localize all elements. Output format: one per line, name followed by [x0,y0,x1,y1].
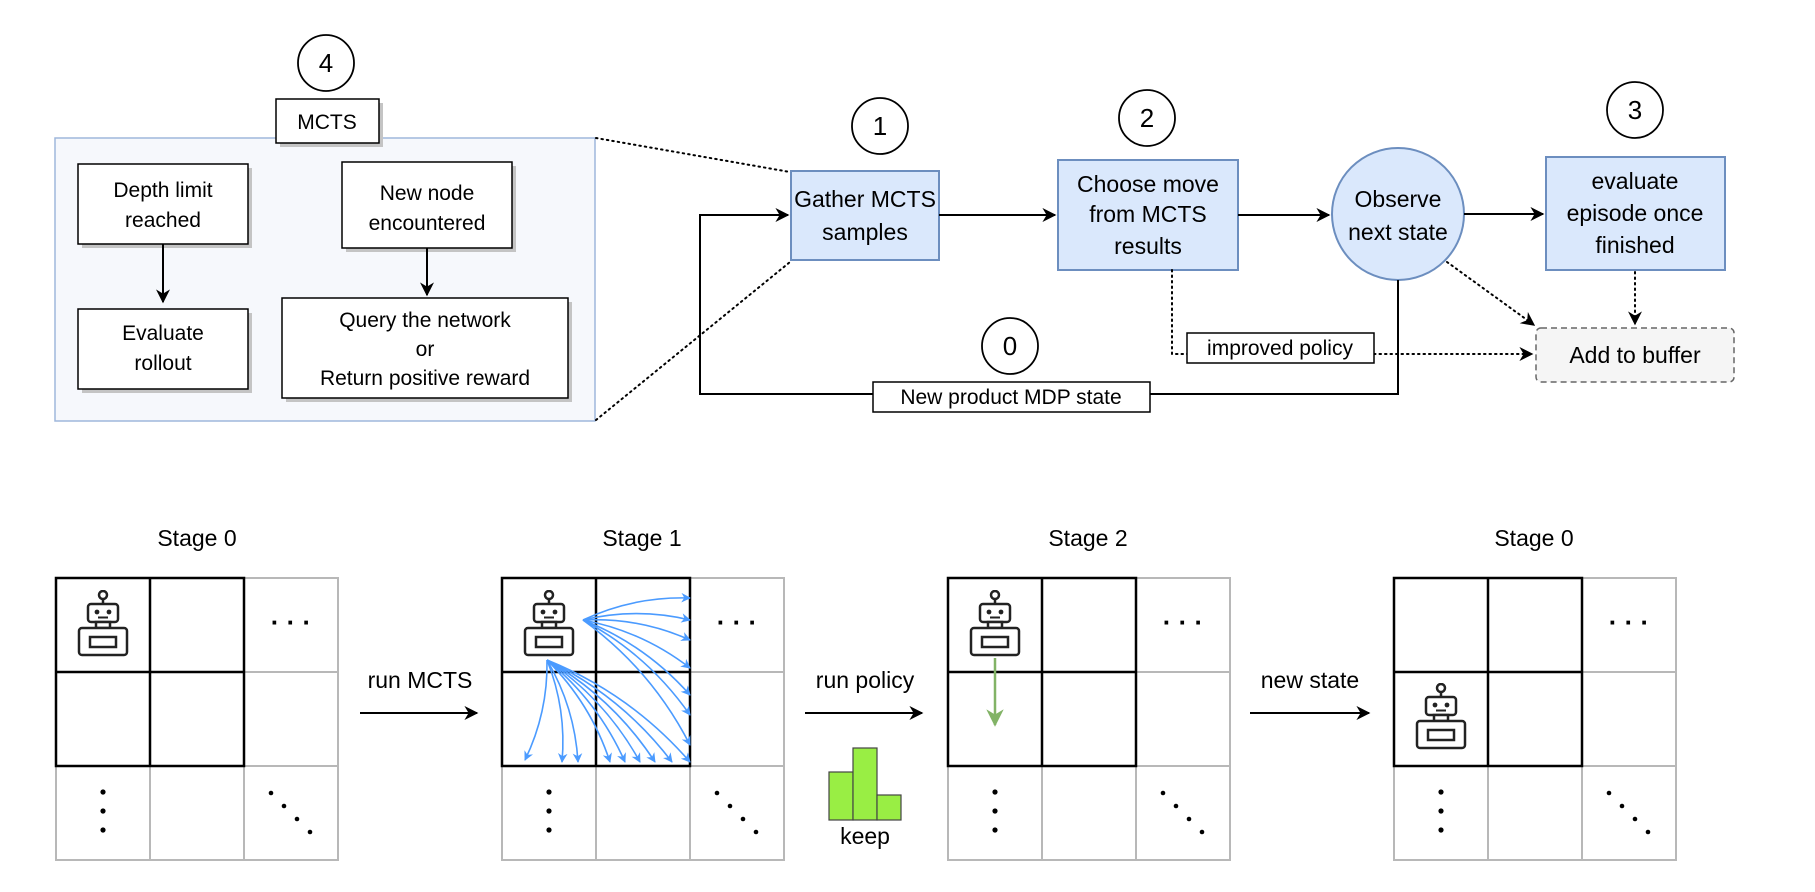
stage-0-panel: Stage 0 · · · [54,525,339,861]
transition-label: new state [1261,667,1359,693]
transition-run-mcts: run MCTS [360,667,479,720]
horizontal-ellipsis: · · · [717,607,757,637]
stage-title: Stage 0 [157,525,236,551]
diagonal-ellipsis [1160,790,1205,835]
stage-2-panel: Stage 2 · · · [946,525,1231,861]
choose-move-box [1057,159,1239,271]
mcts-rollout-arrows [524,592,691,763]
query-network-line1: Query the network [339,309,511,332]
vertical-ellipsis [1438,789,1444,833]
step-3-number: 3 [1628,95,1642,125]
diagonal-ellipsis [714,790,759,835]
step-4-number: 4 [319,48,333,78]
mcts-rollout-arrow [546,659,568,763]
vertical-ellipsis [992,789,998,833]
mcts-title-box [275,98,380,144]
improved-policy-label: improved policy [1207,337,1353,360]
stage-1-panel: Stage 1 · · · [500,525,785,861]
depth-limit-line1: Depth limit [113,179,212,202]
step-0-circle [981,317,1039,375]
observe-state-circle [1331,147,1465,281]
new-state-label: New product MDP state [900,386,1121,409]
stage-title: Stage 2 [1048,525,1127,551]
mcts-rollout-arrow [582,619,691,746]
mcts-rollout-arrow [582,592,691,621]
horizontal-ellipsis: · · · [1163,607,1203,637]
choose-line3: results [1114,233,1182,259]
evaluate-rollout-box [77,308,249,390]
zoom-line-bottom [595,261,791,421]
query-network-box [281,297,569,399]
evaluate-rollout-line1: Evaluate [122,322,204,345]
mcts-rollout-arrow [524,659,548,761]
gather-samples-box [790,170,940,261]
choose-line1: Choose move [1077,171,1219,197]
zoom-line-top [595,137,791,173]
new-state-label-box [872,381,1151,413]
mcts-rollout-arrow [546,659,626,763]
depth-limit-box [77,163,249,245]
mcts-rollout-arrow [546,659,691,763]
horizontal-ellipsis: · · · [1609,607,1649,637]
query-network-line3: Return positive reward [320,367,530,390]
mcts-rollout-arrow [582,619,691,669]
mcts-rollout-arrow [582,619,691,716]
improved-policy-label-box [1186,332,1375,364]
policy-histogram [828,747,902,821]
stage-title: Stage 0 [1494,525,1573,551]
gather-line1: Gather MCTS [794,186,936,212]
step-3-circle [1606,81,1664,139]
gather-line2: samples [822,219,908,245]
query-network-line2: or [416,338,435,361]
stage-title: Stage 1 [602,525,681,551]
step-1-number: 1 [873,111,887,141]
diagonal-ellipsis [268,790,313,835]
mcts-rollout-arrow [546,659,583,763]
mcts-rollout-arrow [546,659,656,763]
mcts-rollout-arrow [546,659,641,763]
training-loop: 1 Gather MCTS samples 2 Choose move from… [699,81,1735,413]
transition-run-policy: run policy keep [805,667,924,849]
observe-line2: next state [1348,219,1448,245]
vertical-ellipsis [100,789,106,833]
step-2-circle [1118,89,1176,147]
mcts-rollout-arrow [546,659,612,763]
stage-0-new-panel: Stage 0 · · · [1392,525,1677,861]
new-node-line1: New node [380,182,475,205]
add-to-buffer-box [1535,327,1735,383]
observe-to-buffer-arrow [1446,261,1536,326]
mcts-rollout-arrow [546,659,673,763]
choose-line2: from MCTS [1089,201,1207,227]
transition-label: run MCTS [368,667,473,693]
mcts-rollout-arrow [582,619,691,696]
depth-limit-line2: reached [125,209,201,232]
mcts-title: MCTS [297,111,357,134]
evaluate-line1: evaluate [1592,168,1679,194]
observe-line1: Observe [1355,186,1442,212]
transition-new-state: new state [1250,667,1371,720]
policy-to-buffer-arrow [1171,269,1534,361]
step-0-number: 0 [1003,331,1017,361]
keep-label: keep [840,823,890,849]
evaluate-line3: finished [1595,232,1674,258]
diagonal-ellipsis [1606,790,1651,835]
new-node-line2: encountered [369,212,486,235]
mcts-rollout-arrow [582,612,691,623]
step-1-circle [851,97,909,155]
add-to-buffer-label: Add to buffer [1569,342,1701,368]
step-2-number: 2 [1140,103,1154,133]
horizontal-ellipsis: · · · [271,607,311,637]
evaluate-rollout-line2: rollout [134,352,191,375]
mcts-panel: 4 MCTS Depth limit reached New node enco… [54,34,596,422]
new-node-box [341,161,513,249]
step-4-circle [297,34,355,92]
restart-loop-arrow [699,208,1399,395]
evaluate-line2: episode once [1567,200,1704,226]
transition-label: run policy [816,667,915,693]
evaluate-episode-box [1545,156,1726,271]
mcts-rollout-arrow [582,618,691,641]
vertical-ellipsis [546,789,552,833]
